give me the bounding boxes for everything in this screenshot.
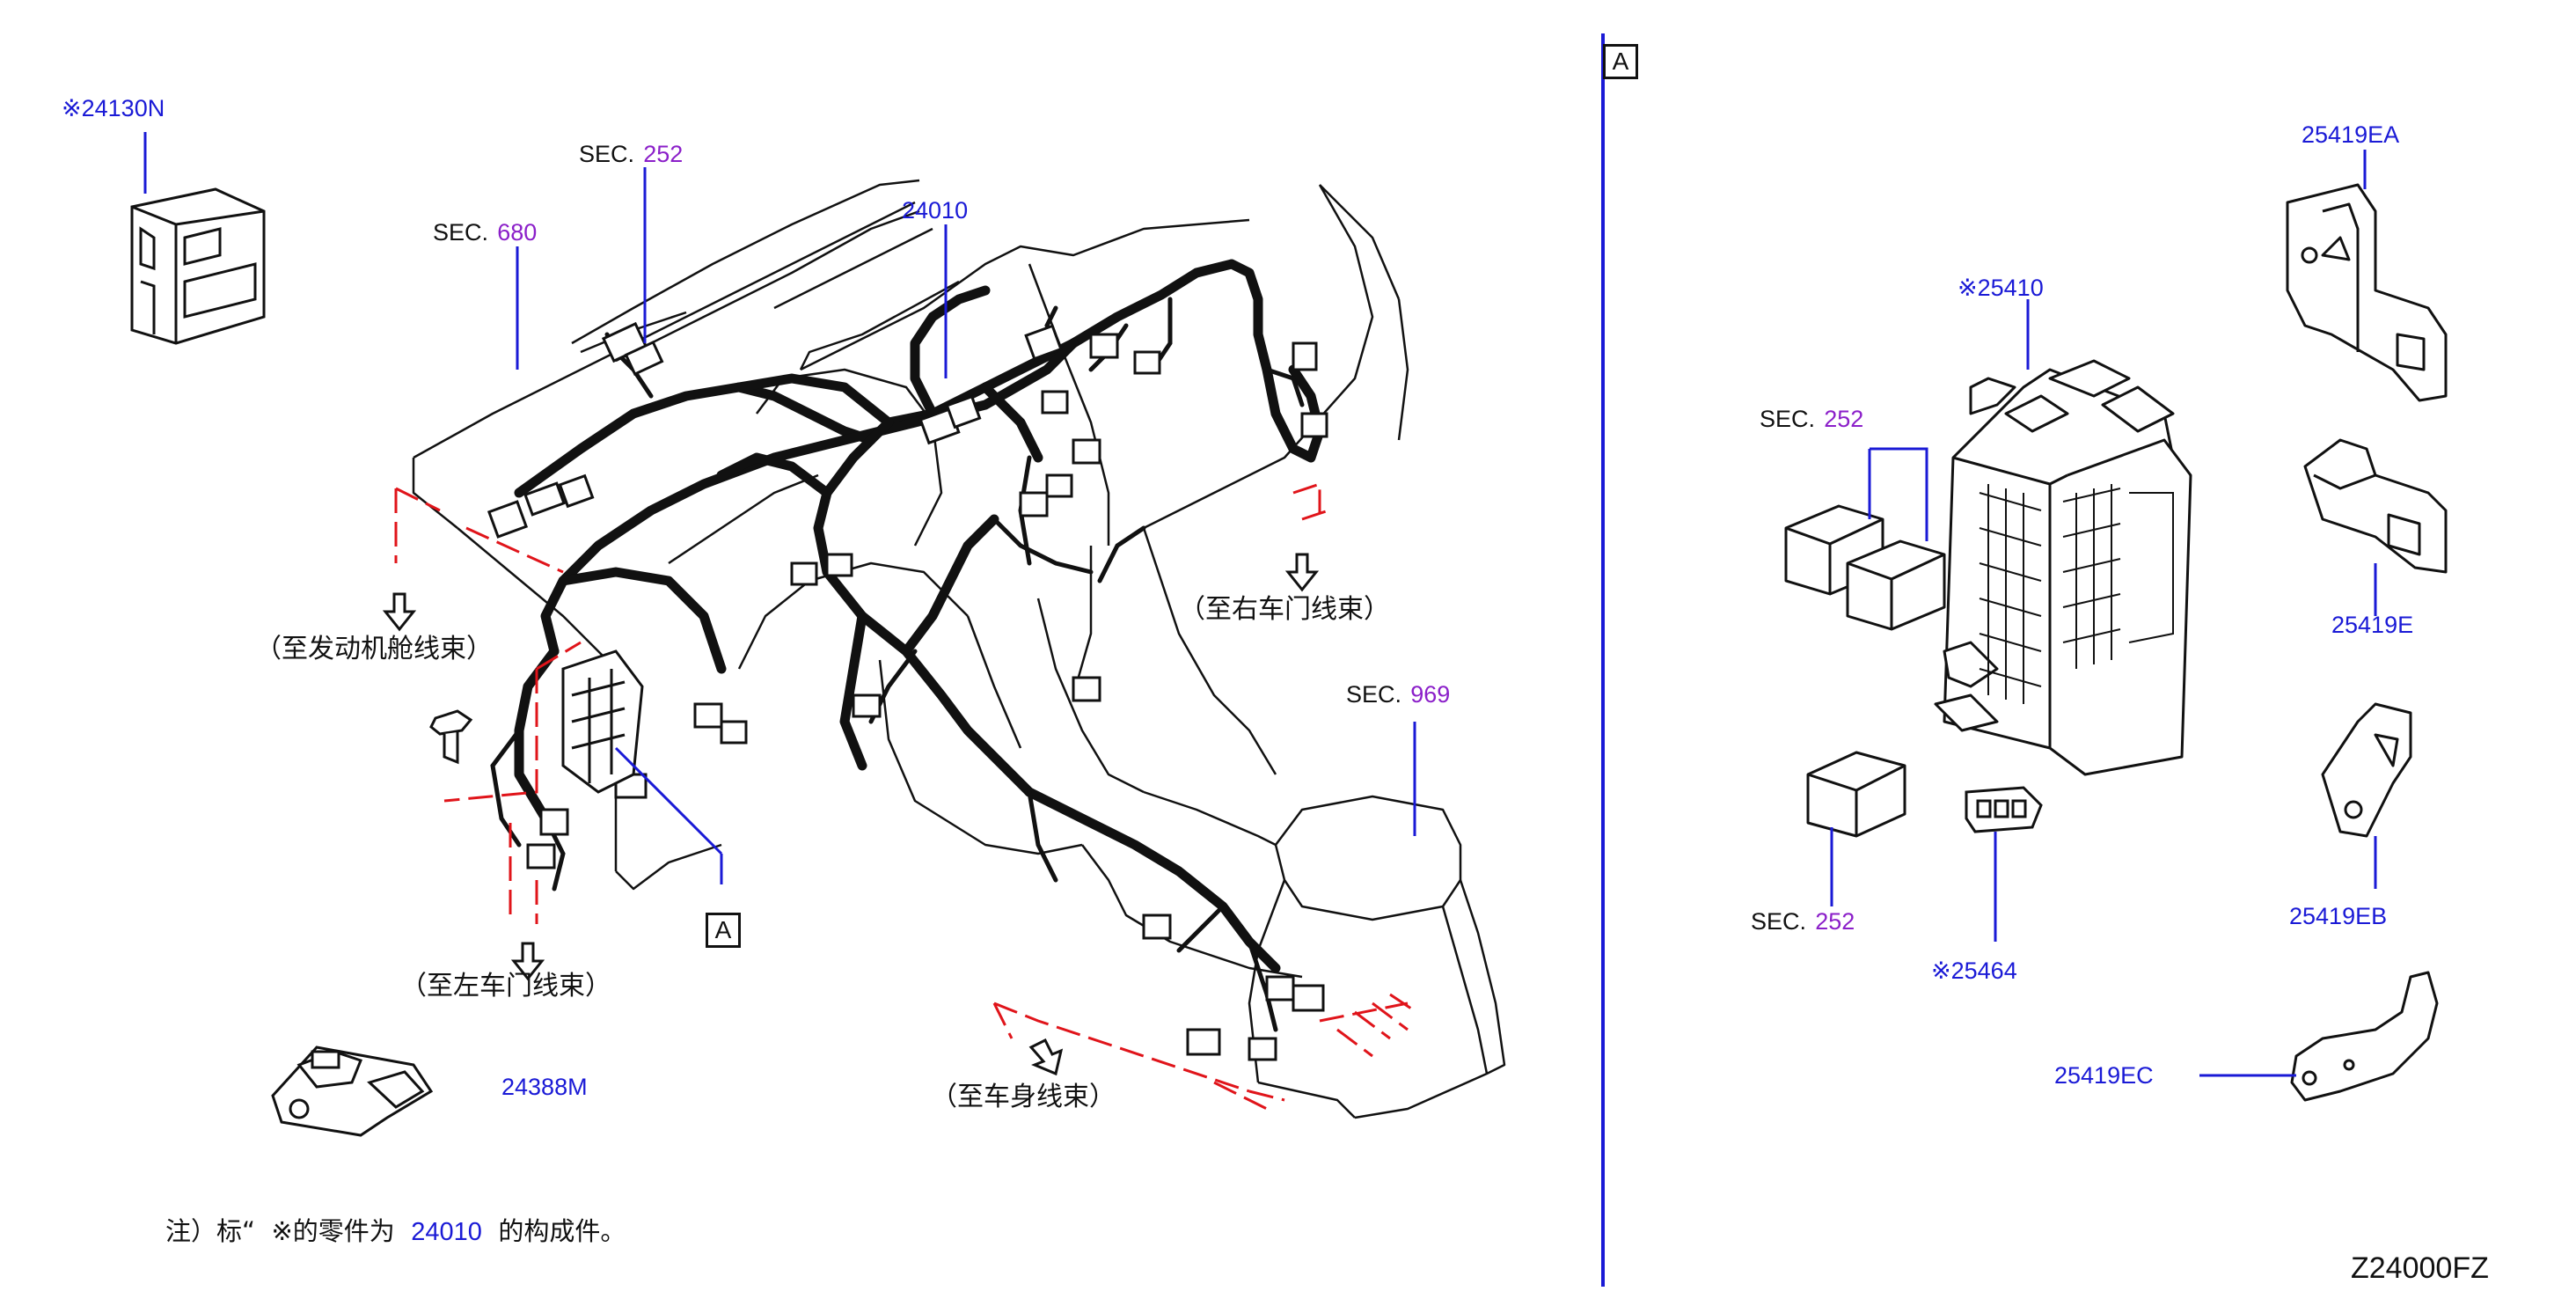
fuse-block-location [561, 649, 644, 794]
ref-box-a-main: A [706, 913, 741, 948]
dest-left-door-harness: （至左车门线束） [400, 971, 611, 1002]
sec-ref-680: SEC. 680 [433, 219, 538, 246]
cut-lines [394, 481, 1417, 1111]
kit-mark-icon: ※ [1958, 275, 1978, 302]
fuse-cells [1979, 484, 2174, 704]
kit-mark-icon: ※ [62, 95, 82, 122]
sec-ref-252-relay: SEC. 252 [1760, 406, 1864, 432]
part-label-25419EA: 25419EA [2302, 121, 2400, 148]
part-24130N-drawing [130, 187, 266, 345]
dest-engine-room-harness: （至发动机舱线束） [255, 634, 493, 664]
ref-box-a-detail: A [1603, 44, 1638, 79]
diagram-code: Z24000FZ [2351, 1251, 2489, 1285]
sec-ref-252-top: SEC. 252 [579, 141, 684, 167]
part-25419EB-drawing [2321, 702, 2412, 838]
part-label-25419EB: 25419EB [2289, 903, 2388, 929]
part-25419E-drawing [2303, 438, 2448, 574]
part-25464-drawing [1965, 786, 2043, 833]
direction-arrows [382, 553, 1320, 1076]
footnote: 注）标“ ※的零件为 24010 的构成件。 [165, 1216, 626, 1246]
detail-leaders [1830, 150, 2377, 1077]
sec-ref-969: SEC. 969 [1346, 681, 1451, 708]
part-label-25419EC: 25419EC [2054, 1062, 2154, 1089]
kit-mark-icon: ※ [1931, 957, 1951, 985]
sec-ref-252-lower: SEC. 252 [1751, 908, 1855, 935]
part-label-24388M: 24388M [501, 1074, 588, 1100]
relays [1784, 504, 1946, 838]
part-label-25419E: 25419E [2331, 612, 2414, 638]
harness-main [514, 259, 1325, 973]
dest-body-harness: （至车身线束） [931, 1082, 1116, 1112]
part-label-25464: ※25464 [1931, 957, 2017, 985]
bolt [429, 709, 473, 765]
part-label-25410: ※25410 [1958, 275, 2044, 302]
part-25419EC-drawing [2290, 971, 2439, 1102]
dest-right-door-harness: （至右车门线束） [1179, 594, 1390, 625]
part-25410-drawing [1934, 359, 2192, 776]
part-label-24130N: ※24130N [62, 95, 165, 122]
part-25419EA-drawing [2286, 183, 2448, 402]
kit-mark-icon: ※ [271, 1216, 293, 1246]
harness-connectors [487, 321, 1328, 1061]
part-24388M-drawing [271, 1046, 434, 1137]
part-label-24010: 24010 [902, 197, 969, 224]
